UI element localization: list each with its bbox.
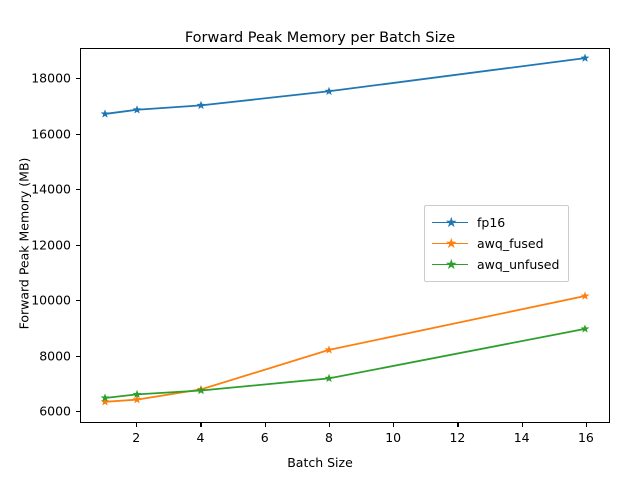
data-point-marker-fp16 xyxy=(580,53,590,62)
legend: ★ fp16 ★ awq_fused ★ awq_unfused xyxy=(424,205,570,282)
legend-label: awq_unfused xyxy=(477,257,560,272)
y-tick-label: 6000 xyxy=(39,403,71,419)
series-line-awq_fused xyxy=(104,295,586,403)
y-tick-mark xyxy=(76,300,80,302)
y-tick-mark xyxy=(76,411,80,413)
x-axis-label: Batch Size xyxy=(287,455,353,470)
series-line-fp16 xyxy=(104,57,586,115)
legend-line-icon xyxy=(432,242,468,245)
y-tick-label: 10000 xyxy=(31,292,71,308)
y-tick-label: 12000 xyxy=(31,237,71,253)
data-point-marker-awq_fused xyxy=(100,397,110,406)
x-tick-mark xyxy=(200,423,202,427)
data-point-marker-awq_fused xyxy=(132,395,142,404)
legend-line-icon xyxy=(432,263,468,266)
data-point-marker-awq_unfused xyxy=(580,324,590,333)
y-tick-mark xyxy=(76,355,80,357)
chart-title: Forward Peak Memory per Batch Size xyxy=(184,30,456,46)
data-point-marker-fp16 xyxy=(100,109,110,118)
legend-item-awq_unfused: ★ awq_unfused xyxy=(432,254,559,275)
x-tick-mark xyxy=(264,423,266,427)
legend-line-icon xyxy=(432,221,468,224)
data-point-marker-awq_unfused xyxy=(132,389,142,399)
legend-star-icon: ★ xyxy=(445,214,458,231)
x-tick-label: 8 xyxy=(324,430,333,445)
x-tick-mark xyxy=(136,423,138,427)
legend-star-icon: ★ xyxy=(445,256,458,273)
data-point-marker-fp16 xyxy=(324,86,334,95)
legend-swatch-fp16: ★ xyxy=(432,216,468,230)
x-tick-label: 12 xyxy=(449,430,466,445)
y-tick-label: 16000 xyxy=(31,126,71,142)
legend-item-fp16: ★ fp16 xyxy=(432,212,559,233)
data-point-marker-awq_unfused xyxy=(196,385,206,395)
legend-swatch-awq_fused: ★ xyxy=(432,237,468,251)
x-tick-label: 2 xyxy=(132,430,141,445)
x-tick-mark xyxy=(585,423,587,427)
legend-item-awq_fused: ★ awq_fused xyxy=(432,233,559,254)
data-point-marker-awq_unfused xyxy=(324,373,334,383)
x-tick-label: 10 xyxy=(385,430,402,445)
data-point-marker-fp16 xyxy=(132,105,142,114)
y-tick-mark xyxy=(76,133,80,135)
y-tick-mark xyxy=(76,189,80,191)
legend-label: awq_fused xyxy=(477,236,544,251)
y-tick-label: 18000 xyxy=(31,70,71,86)
series-line-awq_unfused xyxy=(104,328,586,399)
data-point-marker-awq_unfused xyxy=(100,393,110,402)
data-point-marker-awq_fused xyxy=(324,345,334,354)
legend-swatch-awq_unfused: ★ xyxy=(432,258,468,272)
plot-area xyxy=(80,48,610,423)
data-point-marker-awq_fused xyxy=(580,291,590,300)
legend-star-icon: ★ xyxy=(445,235,458,252)
y-tick-label: 8000 xyxy=(39,348,71,364)
x-tick-label: 14 xyxy=(513,430,530,445)
x-tick-mark xyxy=(328,423,331,427)
y-tick-mark xyxy=(76,78,80,80)
x-tick-label: 4 xyxy=(196,430,205,445)
x-tick-mark xyxy=(521,423,523,427)
x-tick-mark xyxy=(393,423,395,427)
data-point-marker-fp16 xyxy=(196,100,206,110)
x-tick-mark xyxy=(457,423,459,427)
y-tick-mark xyxy=(76,244,80,246)
y-tick-label: 14000 xyxy=(31,181,71,197)
series-lines xyxy=(100,53,590,406)
legend-label: fp16 xyxy=(477,215,506,230)
x-tick-label: 6 xyxy=(260,430,269,445)
x-tick-label: 16 xyxy=(577,430,594,445)
